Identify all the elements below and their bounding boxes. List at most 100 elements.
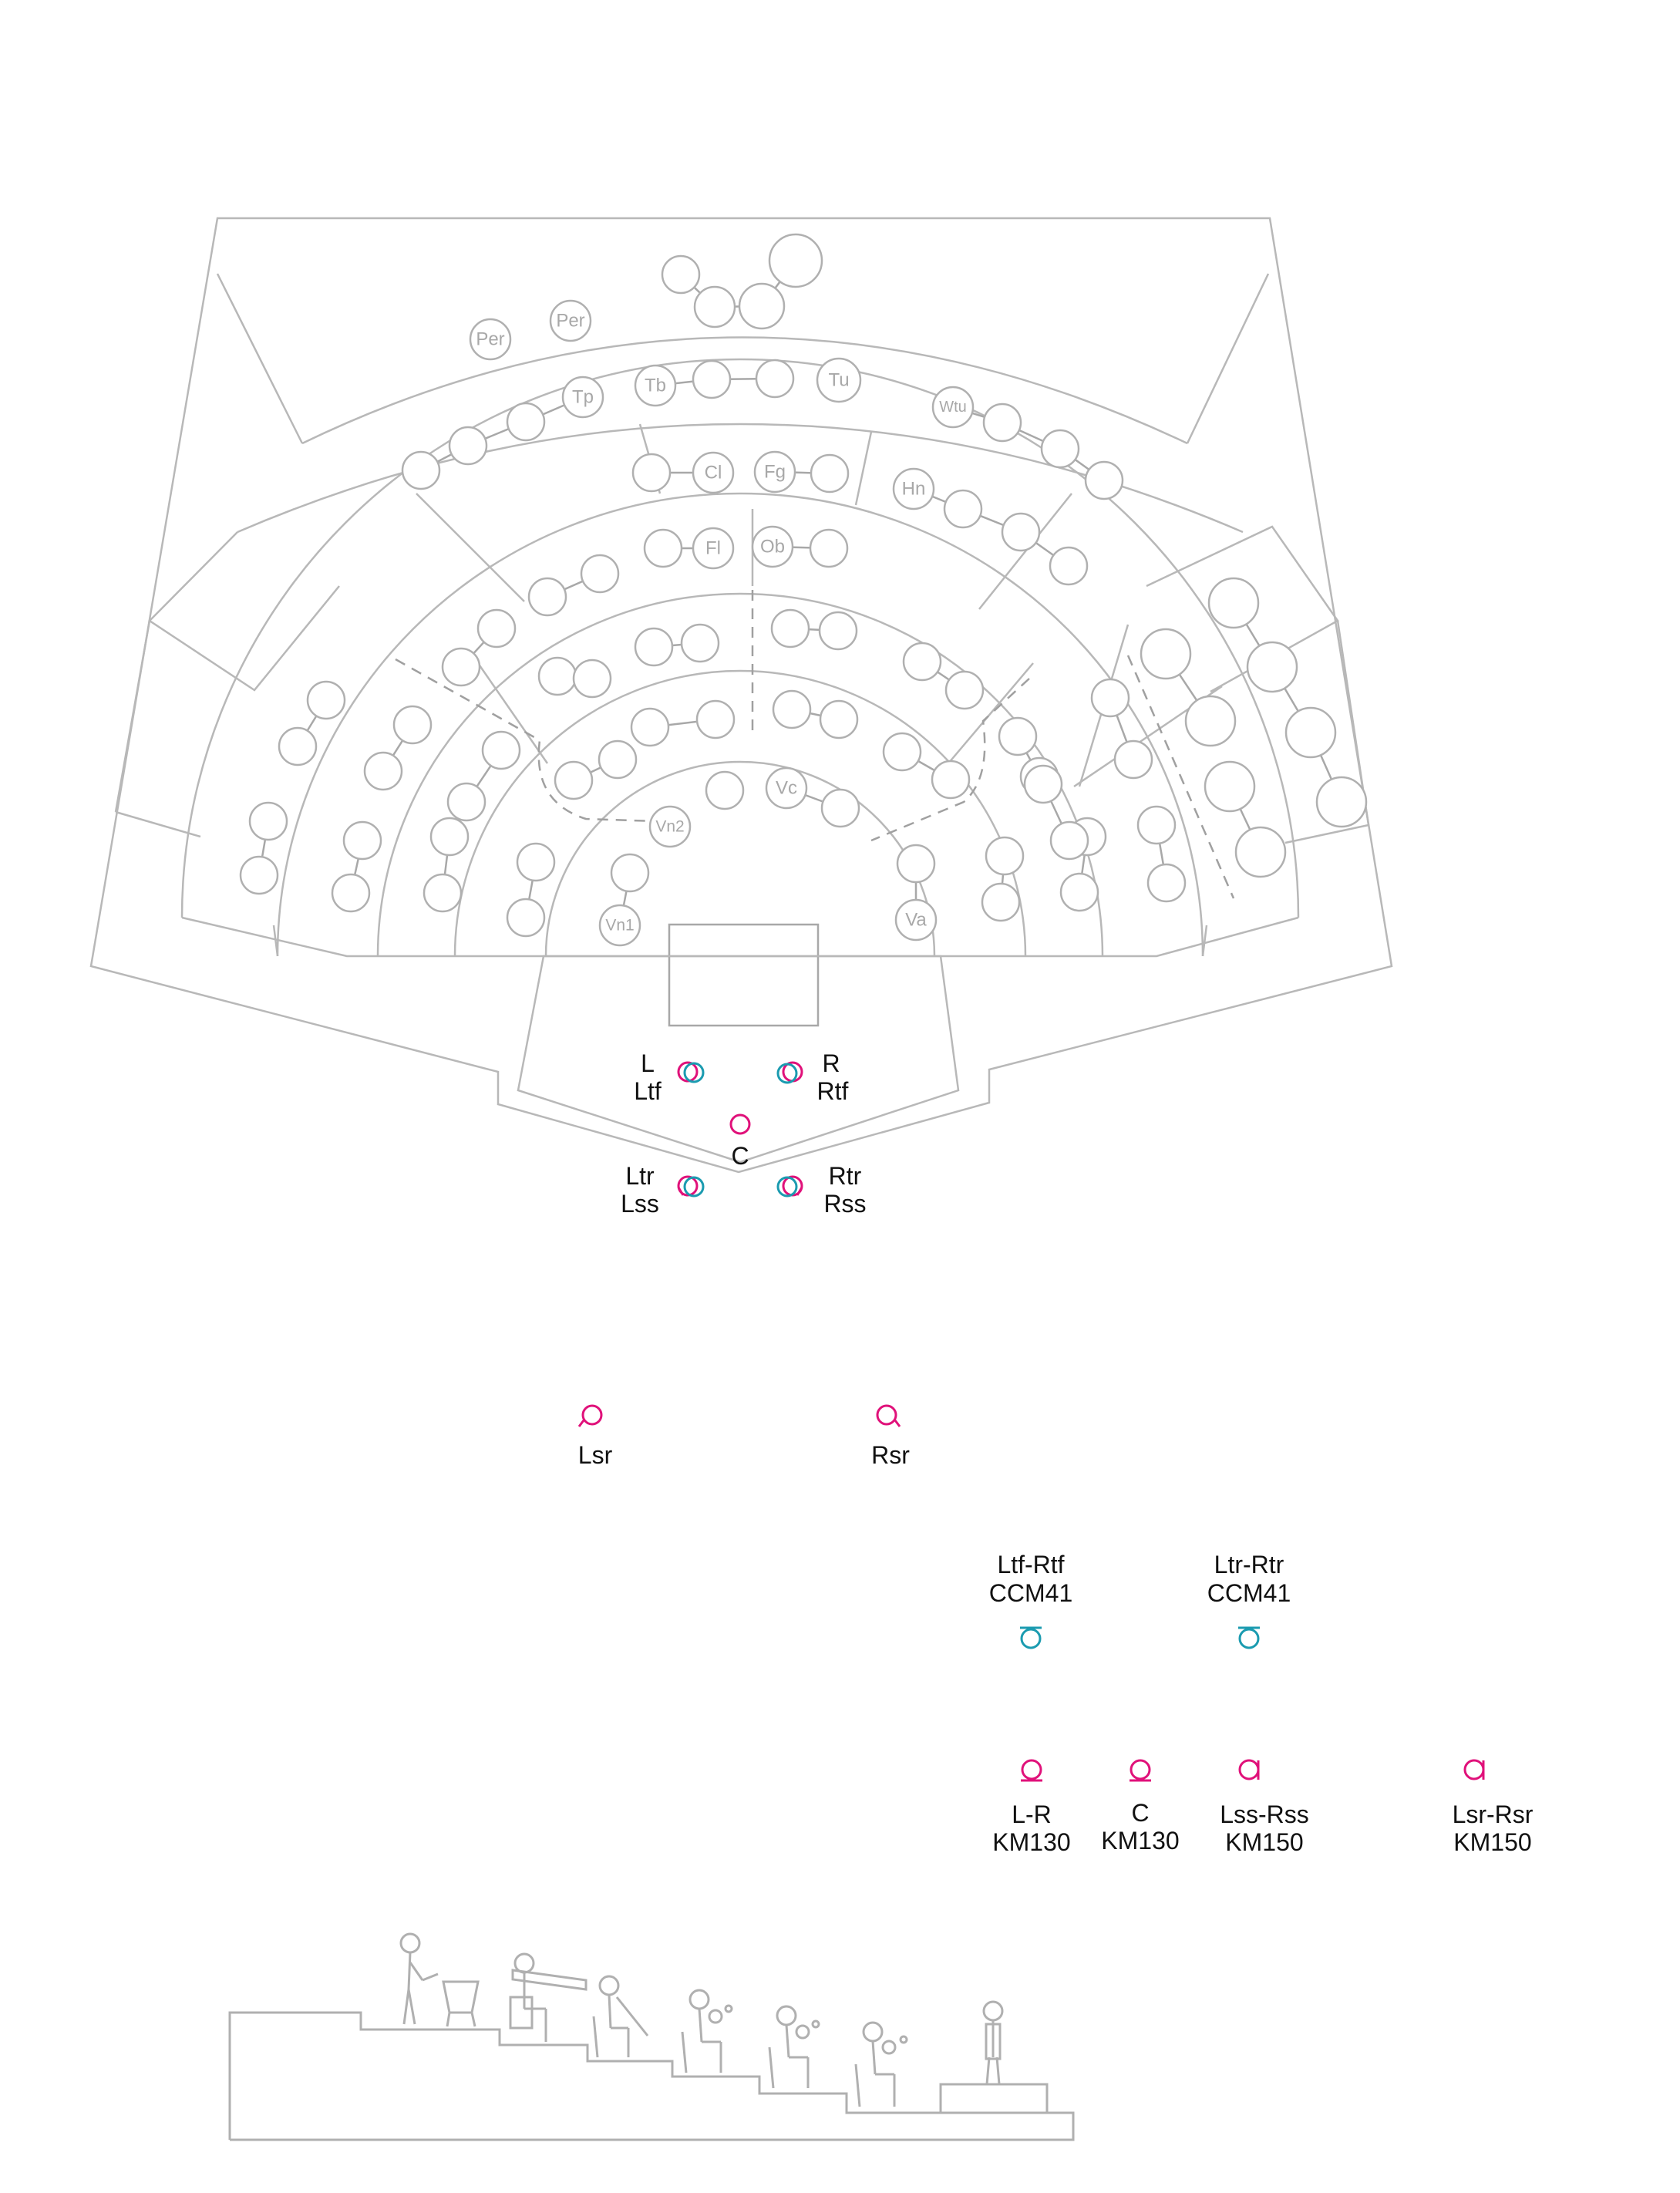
dash-right-curve: [1126, 655, 1235, 899]
label-lss: Lss: [621, 1190, 659, 1218]
seat: [1113, 739, 1153, 780]
flute-seat: [692, 527, 735, 570]
seat: [537, 656, 577, 696]
seat: [1246, 641, 1298, 693]
radial-div-4: [978, 493, 1072, 610]
seat: [1146, 863, 1187, 903]
seat: [1090, 678, 1130, 718]
omni-mic-rsr: [876, 1404, 897, 1426]
violin1-label: Vn1: [605, 917, 634, 935]
omni-icon: [1130, 1759, 1151, 1782]
legend-ltf-rtf-pair: Ltf-Rtf: [997, 1551, 1064, 1578]
bassoon-seat: [753, 450, 796, 494]
legend-l-r-model: KM130: [992, 1828, 1070, 1856]
seat: [631, 453, 672, 493]
section-dividers: [395, 590, 1235, 899]
seat: [1136, 805, 1177, 845]
seat: [818, 611, 858, 651]
trombonist-figure: [509, 1952, 587, 2042]
seat: [772, 689, 812, 729]
seat: [944, 670, 985, 710]
viola-seat: [894, 898, 938, 942]
trombone-seat: [634, 364, 677, 407]
percussion-seat-1: [469, 318, 512, 361]
label-rss: Rss: [823, 1190, 866, 1218]
rss-tick: [796, 1187, 803, 1196]
seat: [1023, 764, 1063, 804]
seat: [931, 760, 971, 800]
mic-l-ltf: L Ltf: [634, 1049, 705, 1105]
surround-microphones: Lsr Rsr: [577, 1404, 910, 1469]
seats: [239, 233, 1368, 938]
seat: [1084, 460, 1124, 500]
seat: [692, 359, 732, 399]
wagner-tuba-label: Wtu: [939, 399, 967, 416]
label-rtf: Rtf: [817, 1077, 849, 1105]
legend-lsr-rsr-model: KM150: [1453, 1828, 1531, 1856]
seat: [882, 732, 922, 772]
seat: [902, 642, 942, 682]
seat: [476, 608, 517, 648]
seat: [981, 882, 1021, 922]
seat: [896, 844, 936, 884]
legend-lsr-rsr-pair: Lsr-Rsr: [1453, 1801, 1534, 1828]
trumpet-label: Tp: [572, 387, 594, 408]
stage-elevation: [228, 1932, 1075, 2141]
omni-icon: [1021, 1759, 1042, 1782]
seat: [306, 680, 346, 720]
seat: [1049, 820, 1089, 861]
seat: [610, 853, 650, 893]
omni-mic-c: [729, 1113, 751, 1135]
seat: [998, 716, 1038, 756]
mic-c: C: [729, 1113, 751, 1170]
clarinet-seat: [692, 451, 735, 494]
label-r: R: [822, 1049, 840, 1077]
tuba-seat: [816, 357, 862, 403]
seat: [680, 623, 720, 663]
seat: [527, 577, 567, 617]
legend-c: C KM130: [1101, 1759, 1180, 1854]
horn-seat: [892, 467, 935, 510]
label-rtr: Rtr: [829, 1162, 862, 1190]
oboe-label: Ob: [760, 537, 785, 558]
riser-steps-outline: [228, 2011, 1075, 2141]
cello-seat: [765, 766, 808, 810]
legend-lss-rss-model: KM150: [1225, 1828, 1303, 1856]
seat: [598, 739, 638, 780]
radial-div-1: [216, 273, 304, 444]
percussion-label-2: Per: [556, 311, 584, 332]
seat: [1284, 706, 1337, 759]
bassoon-label: Fg: [764, 462, 786, 483]
cellist-figure-2: [768, 2005, 820, 2089]
podium-area-outline: [517, 955, 960, 1164]
seat: [770, 608, 810, 648]
legend-ltr-rtr: Ltr-Rtr CCM41: [1207, 1551, 1291, 1649]
seat: [630, 707, 670, 747]
right-wing-lower: [1284, 824, 1369, 844]
label-rsr: Rsr: [871, 1441, 910, 1469]
legend-ltf-rtf: Ltf-Rtf CCM41: [989, 1551, 1072, 1649]
label-c: C: [731, 1142, 749, 1170]
seat: [392, 705, 433, 745]
lsr-tick: [577, 1420, 585, 1427]
seat: [819, 699, 859, 739]
legend-l-r: L-R KM130: [992, 1759, 1071, 1856]
seat: [448, 426, 488, 466]
stage-outer-outline: [89, 217, 1393, 1174]
seat: [554, 760, 594, 800]
seat: [580, 554, 620, 594]
violin1-seat: [598, 904, 641, 947]
radial-div-6: [854, 431, 873, 506]
legend-c-pair: C: [1131, 1799, 1149, 1827]
omni-icon: [1238, 1759, 1260, 1780]
left-wing: [148, 531, 340, 692]
lss-tick: [677, 1187, 685, 1196]
instrument-labels: Per Per Tp Tb Tu Wtu Cl Fg Hn Fl Ob Vc V…: [469, 299, 975, 947]
left-wing-mid: [114, 620, 151, 813]
dash-right-outer: [870, 678, 1030, 842]
seat: [820, 788, 860, 828]
seat: [1049, 546, 1089, 586]
legend-c-model: KM130: [1101, 1827, 1179, 1854]
seat: [1001, 512, 1041, 552]
